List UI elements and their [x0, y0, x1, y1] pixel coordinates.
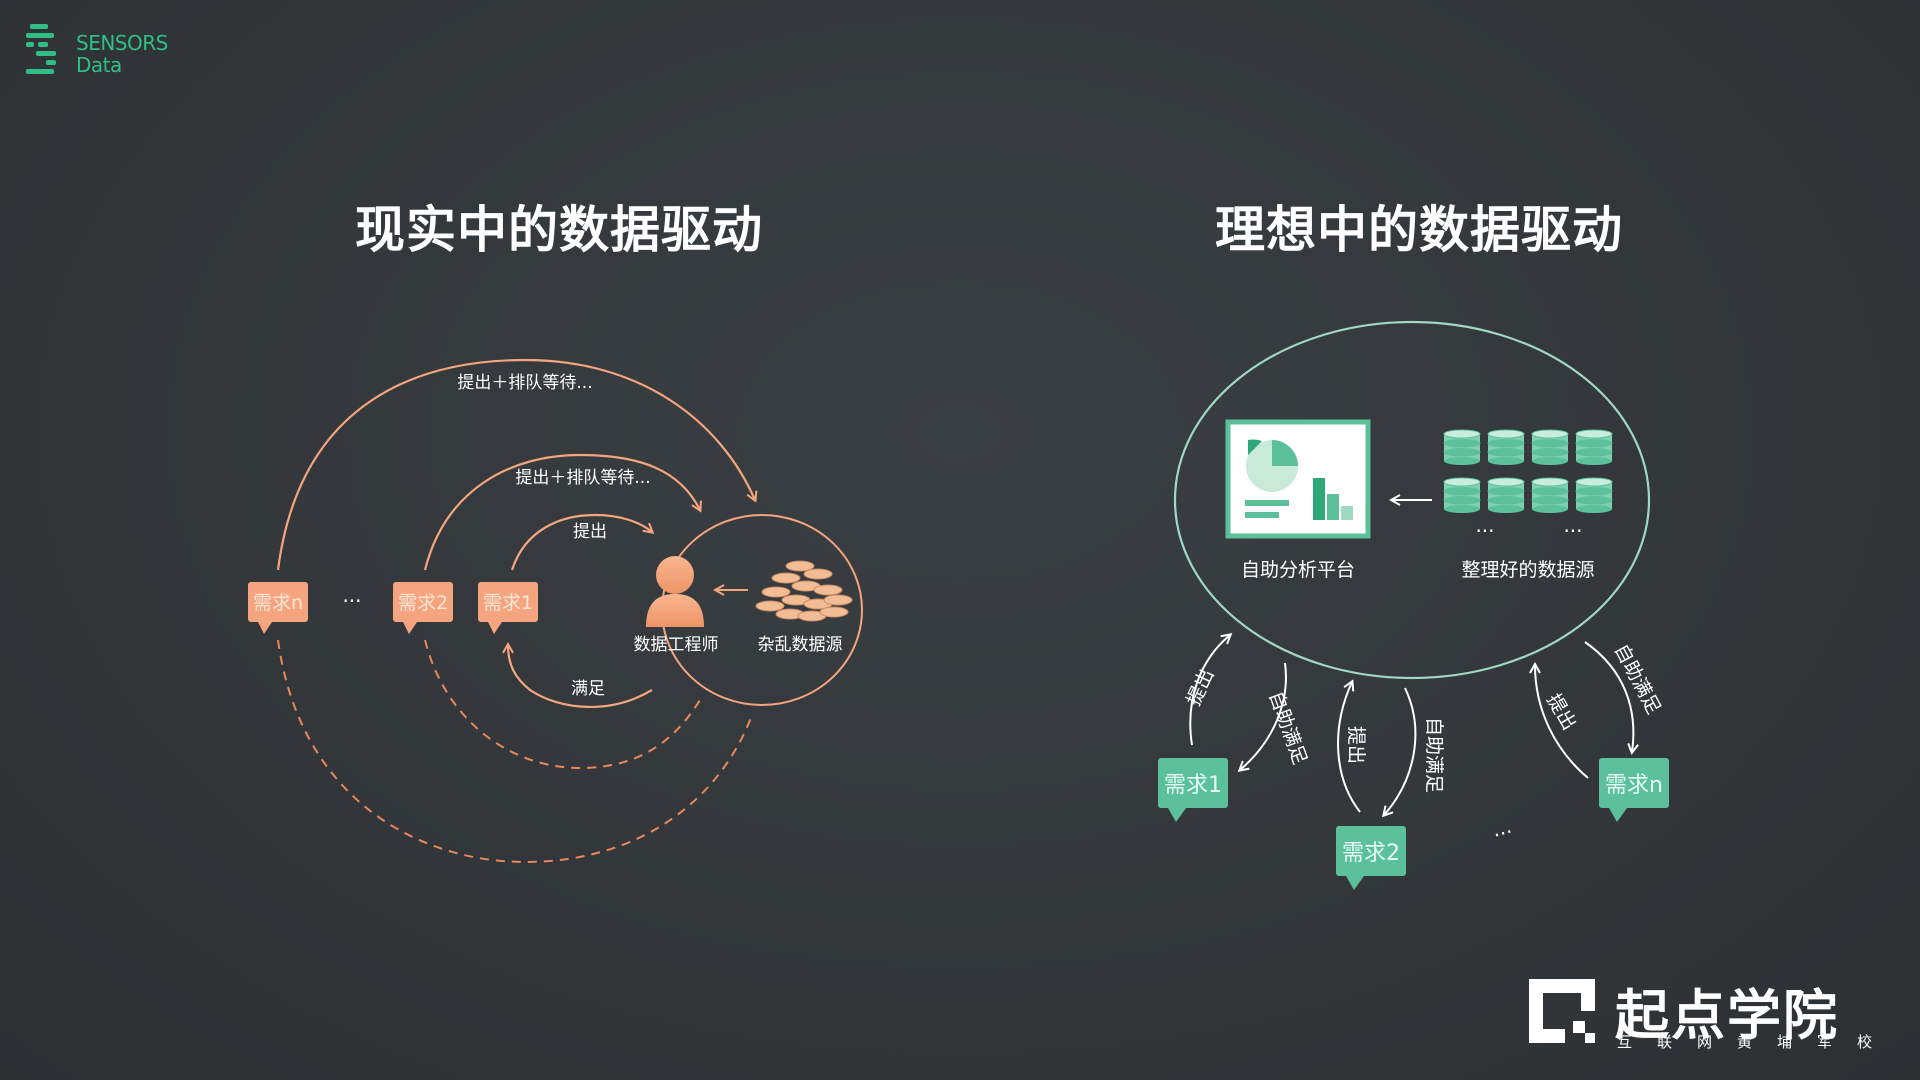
database-stacks [1443, 429, 1613, 513]
database-icon [1575, 477, 1613, 513]
b2-propose-label: 提出 [1345, 726, 1367, 764]
right-bubble-1: 需求1 [1158, 758, 1228, 822]
b1-propose-arrow [1189, 635, 1230, 746]
left-ellipsis: ··· [342, 589, 361, 613]
db-dots-2: ··· [1563, 519, 1582, 543]
brand-name: 起点学院 [1615, 984, 1839, 1047]
messy-data-icon [755, 560, 853, 622]
engineer-label: 数据工程师 [634, 635, 719, 655]
brand-subtitle: 互联网黄埔军校 [1617, 1033, 1898, 1051]
left-diagram: 提出＋排队等待... 提出＋排队等待... 提出 满足 数据工程师 [248, 358, 863, 864]
right-bubble-2: 需求2 [1336, 826, 1406, 890]
arc-middle-label: 提出＋排队等待... [515, 468, 650, 488]
logo-word-sensors: SENSORS [76, 31, 168, 55]
dashed-arc-outer [277, 639, 753, 864]
bn-satisfy-label: 自助满足 [1610, 640, 1665, 717]
right-bubble-n: 需求n [1599, 758, 1669, 822]
database-icon [1443, 429, 1481, 465]
platform-label: 自助分析平台 [1241, 559, 1355, 581]
dashboard-icon [1225, 419, 1371, 539]
arc-return [508, 645, 653, 708]
database-icon [1531, 477, 1569, 513]
engineer-icon [646, 556, 704, 627]
b1-satisfy-label: 自助满足 [1264, 688, 1311, 767]
dashed-arc-middle [424, 639, 701, 770]
arc-outer [276, 358, 755, 571]
b1-propose-label: 提出 [1183, 666, 1219, 710]
return-label: 满足 [571, 679, 605, 699]
right-title: 理想中的数据驱动 [1215, 201, 1623, 259]
b2-propose-arrow [1337, 682, 1361, 813]
database-icon [1443, 477, 1481, 513]
right-bubble-1-label: 需求1 [1164, 773, 1222, 798]
bn-satisfy-arrow [1584, 641, 1633, 752]
b1-satisfy-arrow [1240, 662, 1287, 770]
sensors-logo-icon [26, 24, 56, 74]
bn-propose-arrow [1535, 665, 1589, 779]
database-icon [1531, 429, 1569, 465]
left-source-label: 杂乱数据源 [758, 635, 843, 655]
right-diagram: 自助分析平台 ··· ··· 整理好的数据源 提出 自助满足 提出 自助满足 提… [1158, 320, 1669, 890]
arc-outer-label: 提出＋排队等待... [457, 373, 592, 393]
brand-logo: 起点学院 互联网黄埔军校 [1525, 975, 1895, 1055]
database-icon [1575, 429, 1613, 465]
left-bubble-1: 需求1 [478, 582, 538, 634]
arc-inner-label: 提出 [573, 522, 607, 542]
right-ellipsis: ··· [1491, 819, 1516, 847]
left-bubble-1-label: 需求1 [483, 592, 533, 614]
right-source-label: 整理好的数据源 [1461, 559, 1594, 581]
arc-middle [423, 453, 700, 571]
logo-word-data: Data [76, 53, 122, 77]
b2-satisfy-label: 自助满足 [1423, 717, 1445, 793]
arc-inner [510, 513, 652, 571]
right-ellipse [1173, 320, 1651, 680]
database-icon [1487, 429, 1525, 465]
sensors-data-logo: SENSORS Data [26, 24, 176, 84]
database-icon [1487, 477, 1525, 513]
left-bubble-2: 需求2 [393, 582, 453, 634]
right-bubble-n-label: 需求n [1605, 773, 1663, 798]
left-bubble-n-label: 需求n [253, 592, 303, 614]
brand-mark-icon [1529, 979, 1595, 1043]
right-bubble-2-label: 需求2 [1342, 841, 1400, 866]
db-dots-1: ··· [1475, 519, 1494, 543]
b2-satisfy-arrow [1384, 687, 1417, 815]
left-bubble-2-label: 需求2 [398, 592, 448, 614]
left-bubble-n: 需求n [248, 582, 308, 634]
left-title: 现实中的数据驱动 [355, 201, 763, 259]
